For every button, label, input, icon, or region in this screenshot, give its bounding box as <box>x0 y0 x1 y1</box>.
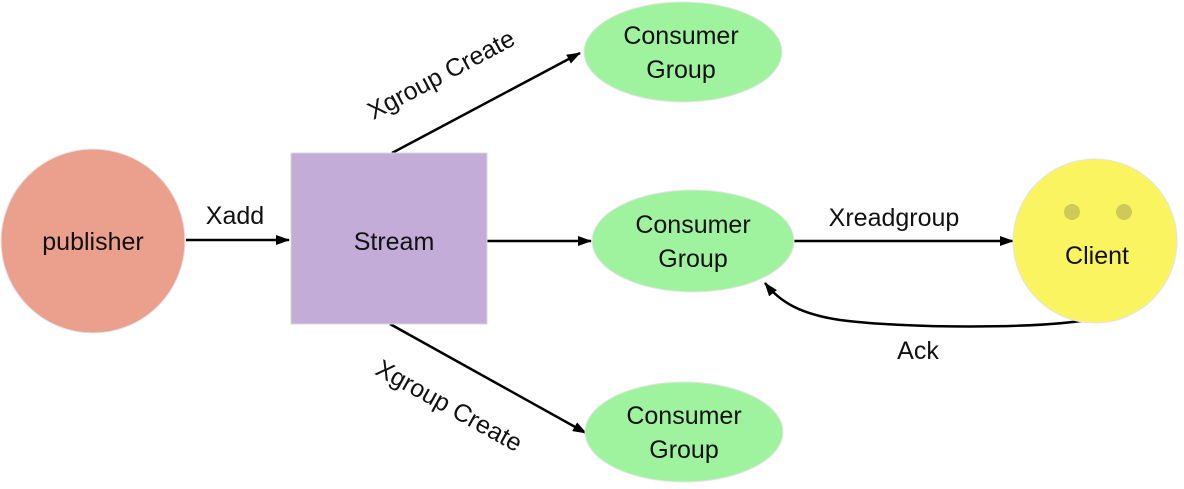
consumer-group-middle-line1: Consumer <box>635 211 750 239</box>
ack-label: Ack <box>897 337 939 365</box>
stream-node <box>290 152 488 325</box>
client-left-eye-icon <box>1064 204 1080 220</box>
xgroup-create-bottom-label: Xgroup Create <box>371 354 527 457</box>
arrow-xgroup-create-top <box>391 51 581 155</box>
stream-label: Stream <box>354 228 435 256</box>
consumer-group-bottom-line2: Group <box>649 436 718 464</box>
client-node <box>1012 158 1178 324</box>
publisher-node <box>0 148 186 334</box>
consumer-group-middle-line2: Group <box>658 245 727 273</box>
consumer-group-bottom-line1: Consumer <box>626 402 741 430</box>
arrow-xgroup-create-bottom <box>389 322 587 435</box>
xreadgroup-label: Xreadgroup <box>829 204 960 232</box>
arrow-ack <box>764 282 1100 328</box>
consumer-group-top-node <box>583 1 783 103</box>
publisher-label: publisher <box>42 228 143 256</box>
client-label: Client <box>1065 242 1129 270</box>
consumer-group-bottom-node <box>584 381 784 483</box>
client-right-eye-icon <box>1116 204 1132 220</box>
consumer-group-middle-node <box>591 189 795 293</box>
consumer-group-top-line1: Consumer <box>623 22 738 50</box>
edges <box>186 51 1100 435</box>
xgroup-create-top-label: Xgroup Create <box>363 24 520 125</box>
consumer-group-top-line2: Group <box>646 56 715 84</box>
xadd-label: Xadd <box>206 202 264 230</box>
